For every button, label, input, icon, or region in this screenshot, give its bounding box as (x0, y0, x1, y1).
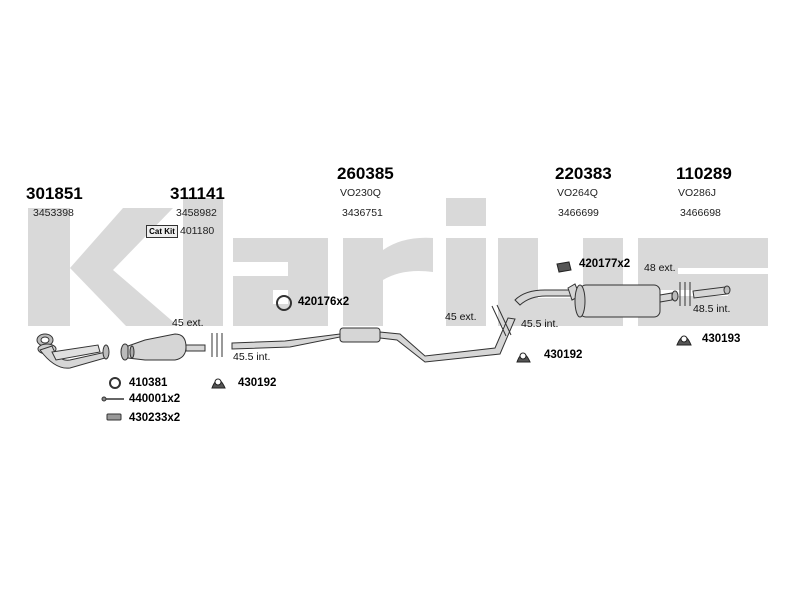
klarius-watermark-logo (28, 198, 768, 326)
dimension-label: 45.5 int. (521, 318, 559, 330)
part-ref-3466698: 3466698 (680, 207, 721, 219)
spring-icon (106, 413, 122, 421)
part-number-220383: 220383 (555, 164, 612, 183)
dimension-label: 45.5 int. (233, 351, 271, 363)
part-number-260385: 260385 (337, 164, 394, 183)
fitting-label: 420176x2 (298, 296, 350, 308)
cat-kit-badge: Cat Kit (146, 225, 178, 238)
part-ref-3436751: 3436751 (342, 207, 383, 219)
dimension-label: 45 ext. (172, 317, 204, 329)
fitting-label: 420177x2 (579, 258, 631, 270)
dimension-label: 48.5 int. (693, 303, 731, 315)
part-ref-vo286j: VO286J (678, 187, 716, 199)
fitting-label: 430233x2 (129, 412, 181, 424)
gasket-ring-icon (109, 295, 292, 389)
clamp-icon (556, 261, 572, 273)
fitting-label: 430192 (544, 349, 583, 361)
bolt-icon (101, 396, 124, 402)
middle-pipe-icon (231, 317, 516, 363)
part-ref-vo264q: VO264Q (557, 187, 598, 199)
silencer-icon (514, 283, 679, 318)
fitting-label: 440001x2 (129, 393, 181, 405)
part-ref-3453398: 3453398 (33, 207, 74, 219)
part-ref-vo230q: VO230Q (340, 187, 381, 199)
part-number-301851: 301851 (26, 184, 83, 203)
dimension-label: 48 ext. (644, 262, 676, 274)
front-pipe-icon (36, 333, 110, 369)
part-ref-3466699: 3466699 (558, 207, 599, 219)
part-number-110289: 110289 (676, 164, 732, 183)
fitting-label: 430192 (238, 377, 277, 389)
catalytic-converter-icon (120, 333, 206, 361)
tail-pipe-icon (692, 285, 731, 299)
part-ref-3458982: 3458982 (176, 207, 217, 219)
rubber-hanger-icon (211, 335, 692, 389)
fitting-label: 410381 (129, 377, 168, 389)
fitting-label: 430193 (702, 333, 741, 345)
cat-kit-number: 401180 (180, 225, 215, 237)
part-number-311141: 311141 (170, 184, 225, 203)
dimension-label: 45 ext. (445, 311, 477, 323)
